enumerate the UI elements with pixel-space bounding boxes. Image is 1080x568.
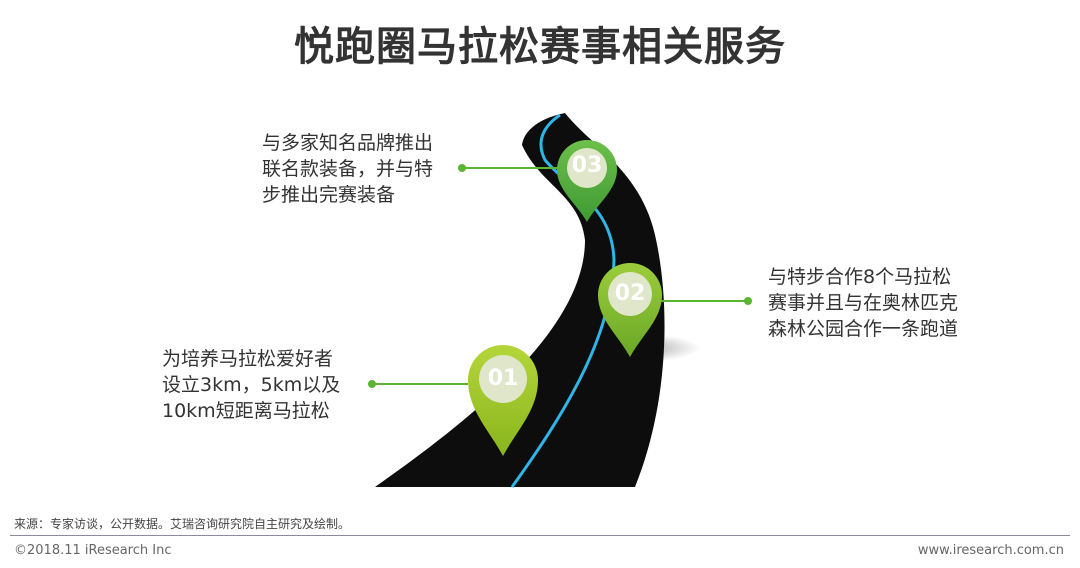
connector-02 <box>660 297 752 305</box>
source-note: 来源：专家访谈，公开数据。艾瑞咨询研究院自主研究及绘制。 <box>14 517 351 531</box>
milestone-text-02: 与特步合作8个马拉松 赛事并且与在奥林匹克 森林公园合作一条跑道 <box>768 266 959 340</box>
milestone-text-03: 与多家知名品牌推出 联名款装备，并与特 步推出完赛装备 <box>262 132 434 206</box>
map-pin-icon-03 <box>557 140 617 222</box>
website-link[interactable]: www.iresearch.com.cn <box>917 543 1064 558</box>
map-pin-icon-01 <box>468 345 538 456</box>
milestone-number-02: 02 <box>614 281 646 306</box>
milestone-number-01: 01 <box>487 366 519 391</box>
map-pin-icon-02 <box>598 263 662 357</box>
lane-line <box>510 113 616 488</box>
copyright: ©2018.11 iResearch Inc <box>14 543 172 558</box>
connector-03 <box>458 164 558 172</box>
page-title: 悦跑圈马拉松赛事相关服务 <box>294 24 786 70</box>
footer-divider <box>10 535 1070 536</box>
connector-01 <box>368 380 468 388</box>
milestone-text-01: 为培养马拉松爱好者 设立3km，5km以及 10km短距离马拉松 <box>162 348 341 422</box>
milestone-number-03: 03 <box>571 153 603 178</box>
